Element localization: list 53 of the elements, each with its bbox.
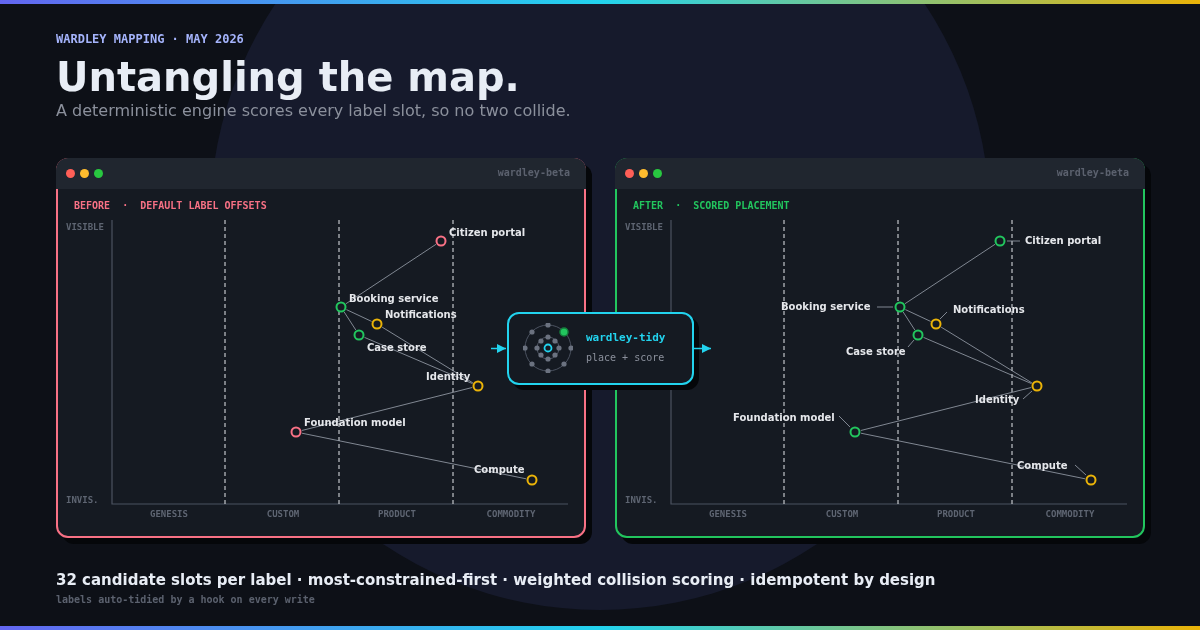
component-label: Citizen portal xyxy=(1025,235,1102,247)
axis-label: INVIS. xyxy=(625,495,658,505)
axis-label: GENESIS xyxy=(708,509,748,519)
component-label: Case store xyxy=(846,346,906,358)
component-label: Booking service xyxy=(781,301,871,313)
subtitle-text: A deterministic engine scores every label slot, so no two collide. xyxy=(56,101,571,120)
component-label: Foundation model xyxy=(733,412,835,424)
axis-label: VISIBLE xyxy=(625,222,663,232)
footnote-text: labels auto-tidied by a hook on every write xyxy=(56,594,315,605)
axis-label: CUSTOM xyxy=(265,509,301,519)
page-title: Untangling the map. xyxy=(56,54,520,100)
component-label: Case store xyxy=(367,342,427,354)
dependency-line xyxy=(860,387,1032,431)
axis-label: COMMODITY xyxy=(1044,509,1096,519)
dependency-line xyxy=(381,326,474,384)
dependency-line xyxy=(364,337,473,384)
axis-label: PRODUCT xyxy=(377,509,417,519)
axis-label: COMMODITY xyxy=(485,509,537,519)
dependency-line xyxy=(923,337,1032,384)
dependency-line xyxy=(860,432,1086,480)
arrow xyxy=(490,344,507,353)
component-label: Citizen portal xyxy=(449,227,526,239)
panel-heading: BEFORE · DEFAULT LABEL OFFSETS xyxy=(74,200,267,211)
dependency-line xyxy=(346,309,372,322)
axis-label: GENESIS xyxy=(149,509,189,519)
axis-label: PRODUCT xyxy=(936,509,976,519)
component-label: Compute xyxy=(474,464,525,476)
component-label: Booking service xyxy=(349,293,439,305)
tool-subtitle: place + score xyxy=(586,352,665,363)
feature-list: 32 candidate slots per label · most-constrained-first · weighted collision scoring · idempotent by design xyxy=(56,571,936,589)
window-title: wardley-beta xyxy=(1056,167,1129,178)
dependency-line xyxy=(301,432,527,480)
component-label: Notifications xyxy=(385,309,457,321)
kicker-text: WARDLEY MAPPING · MAY 2026 xyxy=(56,32,244,46)
component-label: Compute xyxy=(1017,460,1068,472)
axis-label: CUSTOM xyxy=(824,509,860,519)
arrow xyxy=(693,344,712,353)
tool-name: wardley-tidy xyxy=(586,331,666,344)
dependency-line xyxy=(904,243,996,305)
axis-label: VISIBLE xyxy=(66,222,104,232)
dependency-line xyxy=(940,326,1033,384)
dependency-line xyxy=(301,387,473,431)
component-label: Notifications xyxy=(953,304,1025,316)
component-label: Identity xyxy=(975,394,1020,406)
dependency-line xyxy=(343,311,357,331)
axis-label: INVIS. xyxy=(66,495,99,505)
component-label: Identity xyxy=(426,371,471,383)
dependency-line xyxy=(345,243,437,305)
dependency-line xyxy=(902,311,916,331)
component-label: Foundation model xyxy=(304,417,406,429)
panel-heading: AFTER · SCORED PLACEMENT xyxy=(633,200,790,211)
dependency-line xyxy=(905,309,931,322)
window-title: wardley-beta xyxy=(497,167,570,178)
